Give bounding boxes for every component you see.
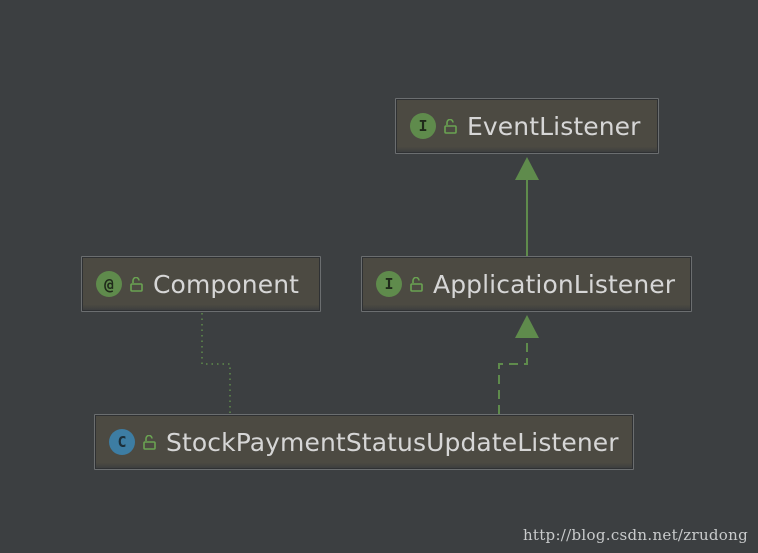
annotation-icon: @ [96, 271, 122, 297]
node-label: Component [153, 269, 300, 299]
arrowhead-implements [515, 315, 539, 338]
edge-annotation-stockpayment-component [201, 313, 231, 414]
unlock-icon [410, 276, 423, 292]
unlock-icon [143, 434, 156, 450]
node-label: EventListener [467, 111, 641, 141]
edge-implements-stockpayment-applicationlistener [498, 315, 539, 414]
arrowhead-extends [515, 157, 539, 180]
unlock-icon [444, 118, 457, 134]
node-label: StockPaymentStatusUpdateListener [166, 427, 619, 457]
interface-icon: I [410, 113, 436, 139]
node-label: ApplicationListener [433, 269, 676, 299]
interface-icon: I [376, 271, 402, 297]
class-icon: C [109, 429, 135, 455]
unlock-icon [130, 276, 143, 292]
watermark-url: http://blog.csdn.net/zrudong [522, 526, 748, 544]
node-applicationlistener[interactable]: I ApplicationListener [361, 256, 692, 312]
edge-extends-applicationlistener-eventlistener [515, 157, 539, 256]
node-stockpaymentstatusupdatelistener[interactable]: C StockPaymentStatusUpdateListener [94, 414, 634, 470]
node-eventlistener[interactable]: I EventListener [395, 98, 659, 154]
node-component[interactable]: @ Component [81, 256, 321, 312]
